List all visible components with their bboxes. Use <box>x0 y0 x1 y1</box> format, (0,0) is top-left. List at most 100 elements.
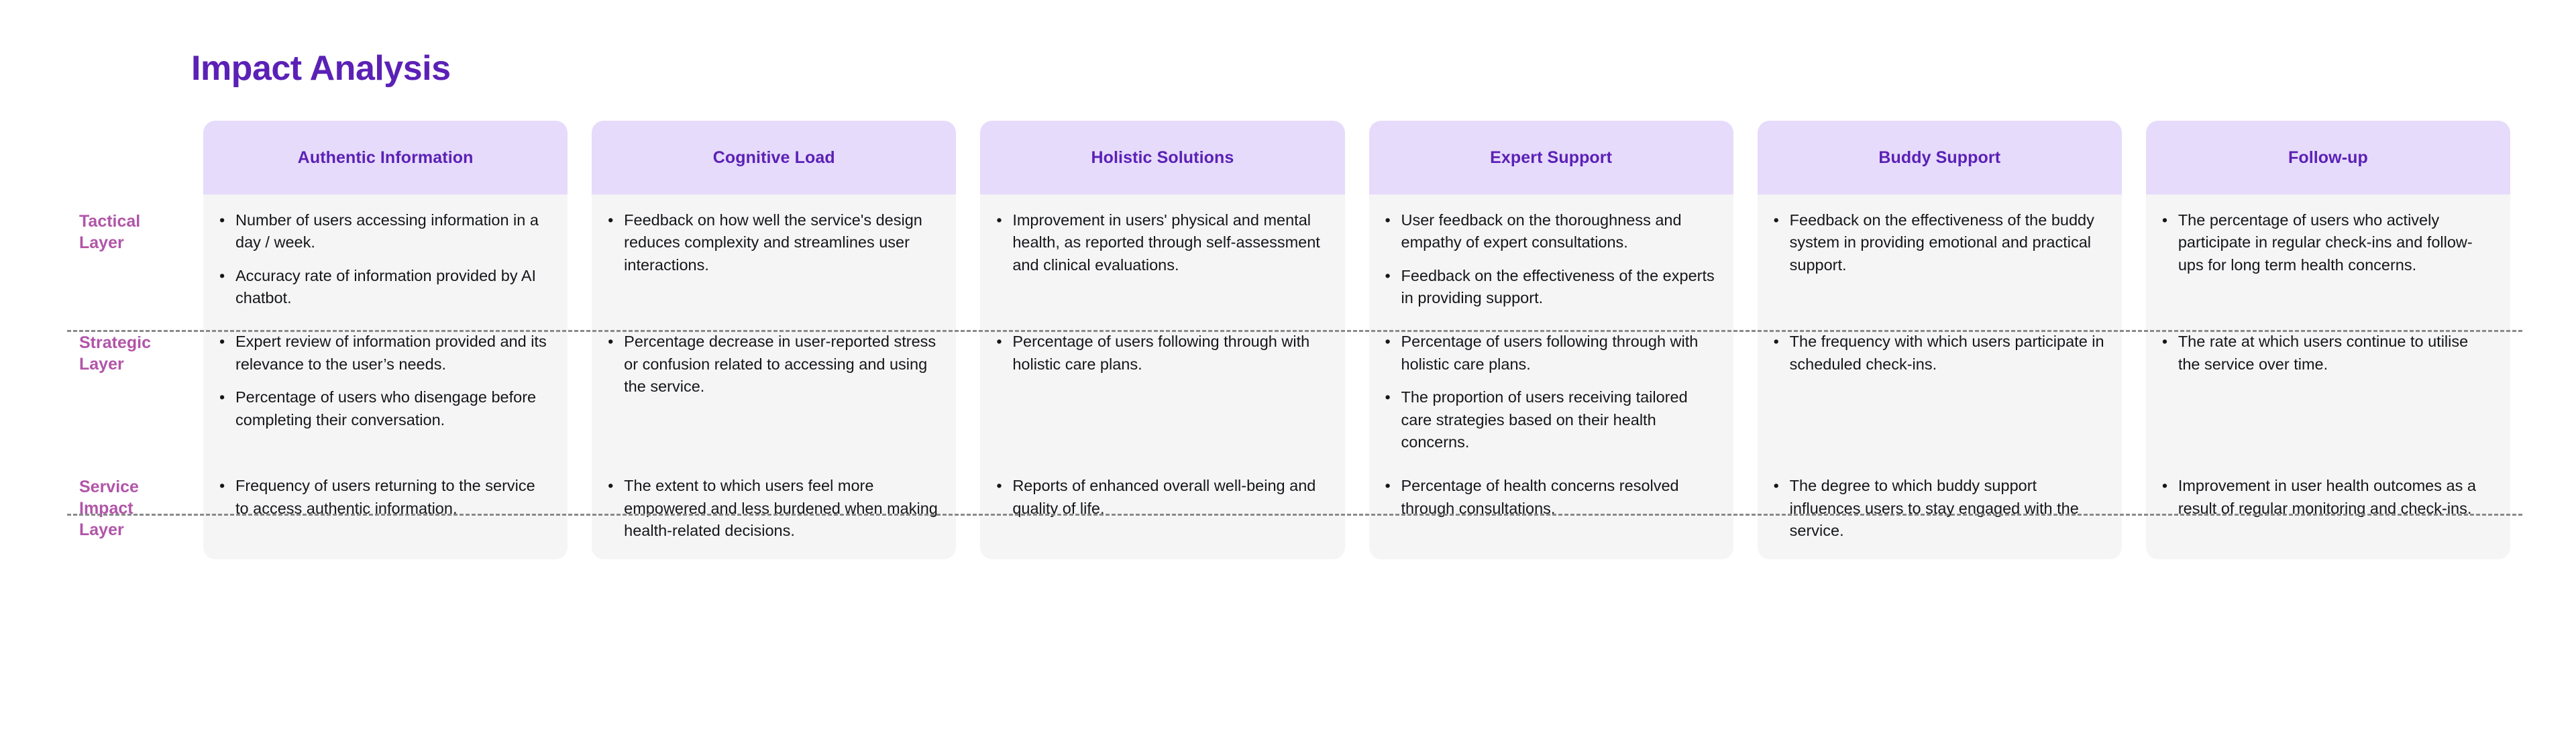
bullet-dot-icon: • <box>2161 333 2168 351</box>
bullet-list: • Number of users accessing information i… <box>215 209 550 309</box>
matrix-cell: •User feedback on the thoroughness and e… <box>1357 194 1746 317</box>
bullet-text: Expert review of information provided an… <box>235 333 547 373</box>
matrix-cell: • Expert review of information provided a… <box>191 316 580 461</box>
bullet-list: • The extent to which users feel more emp… <box>604 475 938 542</box>
bullet-item: •User feedback on the thoroughness and e… <box>1381 209 1716 254</box>
cell-tactical-layer-holistic-solutions: •Improvement in users' physical and ment… <box>980 194 1345 317</box>
row-separator-tactical-strategic <box>67 330 2522 332</box>
bullet-item: •Improvement in users' physical and ment… <box>992 209 1327 276</box>
bullet-dot-icon: • <box>219 211 225 229</box>
bullet-text: The extent to which users feel more empo… <box>624 477 938 539</box>
column-header-buddy-support: Buddy Support <box>1746 121 2134 194</box>
bullet-list: • The percentage of users who actively pa… <box>2158 209 2493 276</box>
column-header-chip: Authentic Information <box>203 121 568 194</box>
bullet-text: Improvement in user health outcomes as a… <box>2178 477 2476 517</box>
bullet-list: • Percentage of health concerns resolved … <box>1381 475 1716 520</box>
matrix-cell: • Improvement in user health outcomes as … <box>2134 460 2522 560</box>
bullet-text: The proportion of users receiving tailor… <box>1401 388 1688 451</box>
bullet-text: Frequency of users returning to the serv… <box>235 477 535 517</box>
cell-strategic-layer-authentic-information: • Expert review of information provided a… <box>203 316 568 461</box>
bullet-text: Percentage of users following through wi… <box>1012 333 1310 373</box>
bullet-text: Percentage of health concerns resolved t… <box>1401 477 1679 517</box>
bullet-list: •Reports of enhanced overall well-being … <box>992 475 1327 520</box>
column-header-label: Follow-up <box>2288 148 2368 167</box>
bullet-item: •Percentage of users who disengage befor… <box>215 386 550 431</box>
matrix-cell: • Percentage of health concerns resolved … <box>1357 460 1746 560</box>
bullet-item: • The proportion of users receiving tailo… <box>1381 386 1716 453</box>
bullet-list: •Improvement in users' physical and ment… <box>992 209 1327 276</box>
column-header-label: Cognitive Load <box>712 148 835 167</box>
bullet-item: • Percentage of users following through w… <box>1381 331 1716 376</box>
bullet-dot-icon: • <box>1385 388 1391 406</box>
cell-strategic-layer-buddy-support: •The frequency with which users particip… <box>1757 316 2122 461</box>
bullet-text: Reports of enhanced overall well-being a… <box>1012 477 1316 517</box>
matrix-cell: •Improvement in users' physical and ment… <box>968 194 1356 317</box>
column-header-expert-support: Expert Support <box>1357 121 1746 194</box>
column-header-label: Authentic Information <box>297 148 474 167</box>
bullet-item: •Reports of enhanced overall well-being … <box>992 475 1327 520</box>
cell-tactical-layer-authentic-information: • Number of users accessing information i… <box>203 194 568 317</box>
bullet-dot-icon: • <box>1385 333 1391 351</box>
bullet-list: •Feedback on the effectiveness of the bu… <box>1770 209 2104 276</box>
cell-tactical-layer-buddy-support: •Feedback on the effectiveness of the bu… <box>1757 194 2122 317</box>
bullet-list: • Frequency of users returning to the ser… <box>215 475 550 520</box>
page-title: Impact Analysis <box>191 49 451 88</box>
bullet-dot-icon: • <box>1773 333 1779 351</box>
bullet-list: •User feedback on the thoroughness and e… <box>1381 209 1716 309</box>
column-header-follow-up: Follow-up <box>2134 121 2522 194</box>
bullet-dot-icon: • <box>1385 477 1391 495</box>
bullet-dot-icon: • <box>2161 477 2168 495</box>
cell-service-impact-layer-cognitive-load: • The extent to which users feel more emp… <box>592 460 957 560</box>
cell-service-impact-layer-buddy-support: •The degree to which buddy support influ… <box>1757 460 2122 560</box>
bullet-dot-icon: • <box>219 388 225 406</box>
bullet-dot-icon: • <box>996 211 1002 229</box>
bullet-item: • Improvement in user health outcomes as … <box>2158 475 2493 520</box>
bullet-text: Feedback on the effectiveness of the exp… <box>1401 266 1715 307</box>
bullet-list: •The degree to which buddy support influ… <box>1770 475 2104 542</box>
bullet-item: •The rate at which users continue to uti… <box>2158 331 2493 376</box>
column-header-label: Holistic Solutions <box>1091 148 1234 167</box>
matrix-cell: •The rate at which users continue to uti… <box>2134 316 2522 461</box>
column-header-chip: Expert Support <box>1368 121 1733 194</box>
matrix-cell: •Feedback on the effectiveness of the bu… <box>1746 194 2134 317</box>
bullet-dot-icon: • <box>608 211 614 229</box>
bullet-item: • The percentage of users who actively pa… <box>2158 209 2493 276</box>
bullet-text: Percentage of users following through wi… <box>1401 333 1699 373</box>
column-header-cognitive-load: Cognitive Load <box>580 121 968 194</box>
bullet-item: •The degree to which buddy support influ… <box>1770 475 2104 542</box>
bullet-item: •Accuracy rate of information provided b… <box>215 265 550 310</box>
column-header-holistic-solutions: Holistic Solutions <box>968 121 1356 194</box>
bullet-text: The percentage of users who actively par… <box>2178 211 2473 274</box>
bullet-item: •The frequency with which users particip… <box>1770 331 2104 376</box>
column-header-label: Buddy Support <box>1878 148 2001 167</box>
bullet-item: • The extent to which users feel more emp… <box>604 475 938 542</box>
bullet-dot-icon: • <box>1385 266 1391 284</box>
bullet-dot-icon: • <box>608 333 614 351</box>
bullet-dot-icon: • <box>219 477 225 495</box>
cell-service-impact-layer-expert-support: • Percentage of health concerns resolved … <box>1368 460 1733 560</box>
bullet-dot-icon: • <box>608 477 614 495</box>
bullet-dot-icon: • <box>2161 211 2168 229</box>
matrix-cell: •Reports of enhanced overall well-being … <box>968 460 1356 560</box>
cell-strategic-layer-expert-support: • Percentage of users following through w… <box>1368 316 1733 461</box>
bullet-dot-icon: • <box>996 333 1002 351</box>
column-header-chip: Cognitive Load <box>592 121 957 194</box>
matrix-corner-cell <box>67 121 191 194</box>
bullet-item: •Percentage decrease in user-reported st… <box>604 331 938 398</box>
row-separator-strategic-service <box>67 514 2522 516</box>
bullet-text: Number of users accessing information in… <box>235 211 539 251</box>
bullet-item: • Frequency of users returning to the ser… <box>215 475 550 520</box>
bullet-item: • Percentage of health concerns resolved … <box>1381 475 1716 520</box>
bullet-dot-icon: • <box>1773 211 1779 229</box>
matrix-cell: • Percentage of users following through w… <box>968 316 1356 461</box>
bullet-list: • Expert review of information provided a… <box>215 331 550 431</box>
bullet-dot-icon: • <box>1385 211 1391 229</box>
bullet-list: •Percentage decrease in user-reported st… <box>604 331 938 398</box>
bullet-list: • Improvement in user health outcomes as … <box>2158 475 2493 520</box>
bullet-text: Feedback on how well the service's desig… <box>624 211 922 274</box>
bullet-item: •Expert review of information provided a… <box>215 331 550 376</box>
column-header-chip: Follow-up <box>2145 121 2510 194</box>
bullet-dot-icon: • <box>1773 477 1779 495</box>
